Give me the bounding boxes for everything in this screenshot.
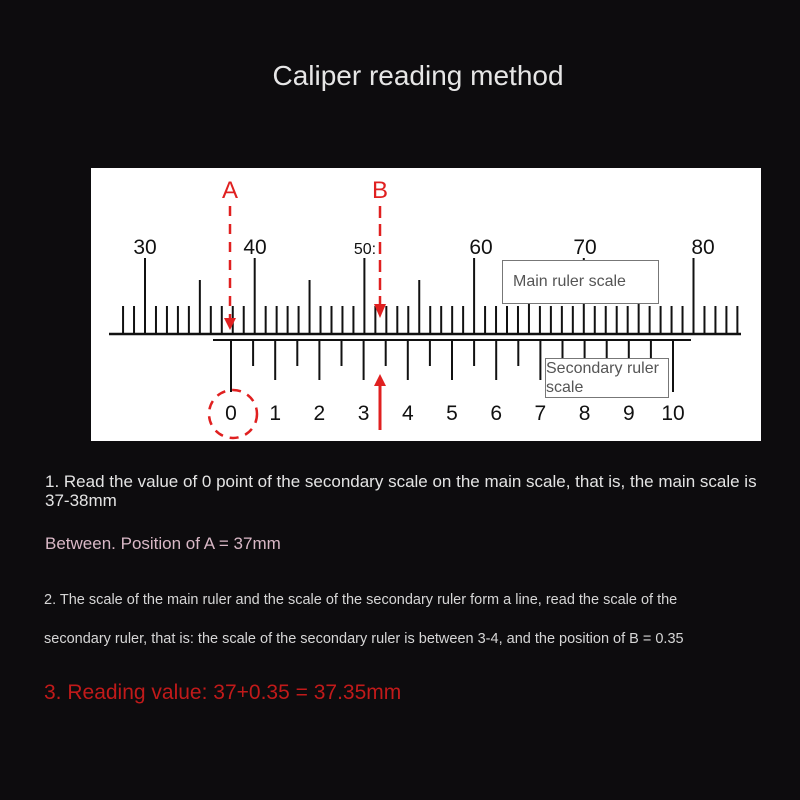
- secondary-scale-number: 0: [225, 402, 237, 425]
- zero-point-marker: [207, 388, 259, 440]
- secondary-ruler-scale-label: Secondary ruler scale: [545, 358, 669, 398]
- main-scale-number: 60: [469, 236, 492, 259]
- step-3-reading-value: 3. Reading value: 37+0.35 = 37.35mm: [44, 681, 402, 704]
- secondary-scale-number: 2: [314, 402, 326, 425]
- main-scale-number: 70: [573, 236, 596, 259]
- main-ruler-scale-label: Main ruler scale: [502, 260, 659, 304]
- step-2-text-line-2: secondary ruler, that is: the scale of t…: [44, 631, 684, 647]
- page-title: Caliper reading method: [272, 60, 564, 91]
- secondary-scale-number: 8: [579, 402, 591, 425]
- main-scale-number: 80: [691, 236, 714, 259]
- step-1-result: Between. Position of A = 37mm: [45, 534, 281, 553]
- pointer-b-label: B: [372, 177, 388, 204]
- secondary-scale-number: 10: [661, 402, 684, 425]
- pointer-b-up-arrowhead: [374, 374, 386, 386]
- pointer-a-label: A: [222, 177, 238, 204]
- secondary-scale-number: 3: [358, 402, 370, 425]
- secondary-scale-number: 4: [402, 402, 414, 425]
- main-scale-number: 40: [243, 236, 266, 259]
- secondary-scale-number: 9: [623, 402, 635, 425]
- secondary-scale-number: 7: [535, 402, 547, 425]
- caliper-scales-svg: 30 40 50: 60 70 80 0 1 2 3 4 5 6 7 8 9 10 A B: [109, 177, 741, 440]
- pointer-b-down-arrowhead: [374, 304, 386, 318]
- step-2-text-line-1: 2. The scale of the main ruler and the s…: [44, 592, 678, 608]
- secondary-scale-number: 5: [446, 402, 458, 425]
- main-scale-number: 30: [133, 236, 156, 259]
- pointer-a-arrowhead: [224, 318, 236, 330]
- secondary-scale-number: 1: [269, 402, 281, 425]
- main-scale-number: 50:: [354, 241, 376, 258]
- caliper-diagram: 30 40 50: 60 70 80 0 1 2 3 4 5 6 7 8 9 10 A B Main ruler s…: [91, 168, 761, 441]
- step-1-text: 1. Read the value of 0 point of the seco…: [45, 472, 757, 510]
- secondary-scale-number: 6: [490, 402, 502, 425]
